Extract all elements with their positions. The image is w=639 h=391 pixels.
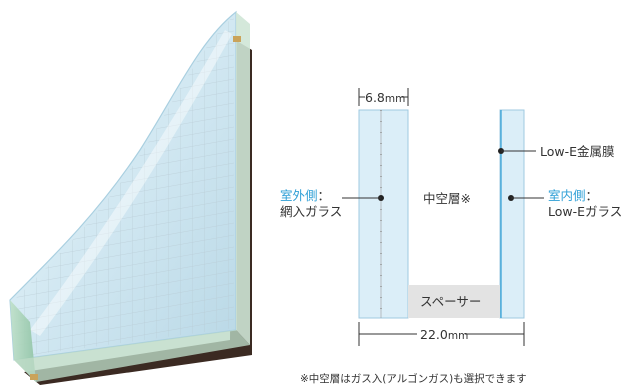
spacer-corner-bottom xyxy=(30,374,38,380)
spacer-label: スペーサー xyxy=(420,294,482,309)
wire-mesh xyxy=(14,16,234,357)
dim-bottom-label: 22.0mm xyxy=(420,327,469,342)
spacer-edge xyxy=(24,38,252,385)
glass-edge-right xyxy=(236,12,250,345)
indoor-glass-pane xyxy=(499,109,525,319)
air-layer-label: 中空層※ xyxy=(423,191,471,206)
outdoor-glass-pane xyxy=(358,109,409,319)
cross-section xyxy=(342,88,544,346)
lowe-film-label: Low-E金属膜 xyxy=(540,144,615,159)
glass-edge-bottom xyxy=(14,330,250,382)
outdoor-label: 室外側： xyxy=(280,188,331,203)
footnote: ※中空層はガス入(アルゴンガス)も選択できます xyxy=(300,373,527,385)
double-glazing-illustration xyxy=(9,10,252,385)
glass-highlight xyxy=(30,30,232,336)
dim-top-label: 6.8mm xyxy=(365,90,406,105)
outdoor-glass-label: 網入ガラス xyxy=(280,204,343,219)
indoor-glass-label: Low-Eガラス xyxy=(548,204,623,219)
spacer-corner xyxy=(233,36,241,42)
indoor-label: 室内側： xyxy=(548,188,599,203)
spacer-block xyxy=(408,285,500,318)
